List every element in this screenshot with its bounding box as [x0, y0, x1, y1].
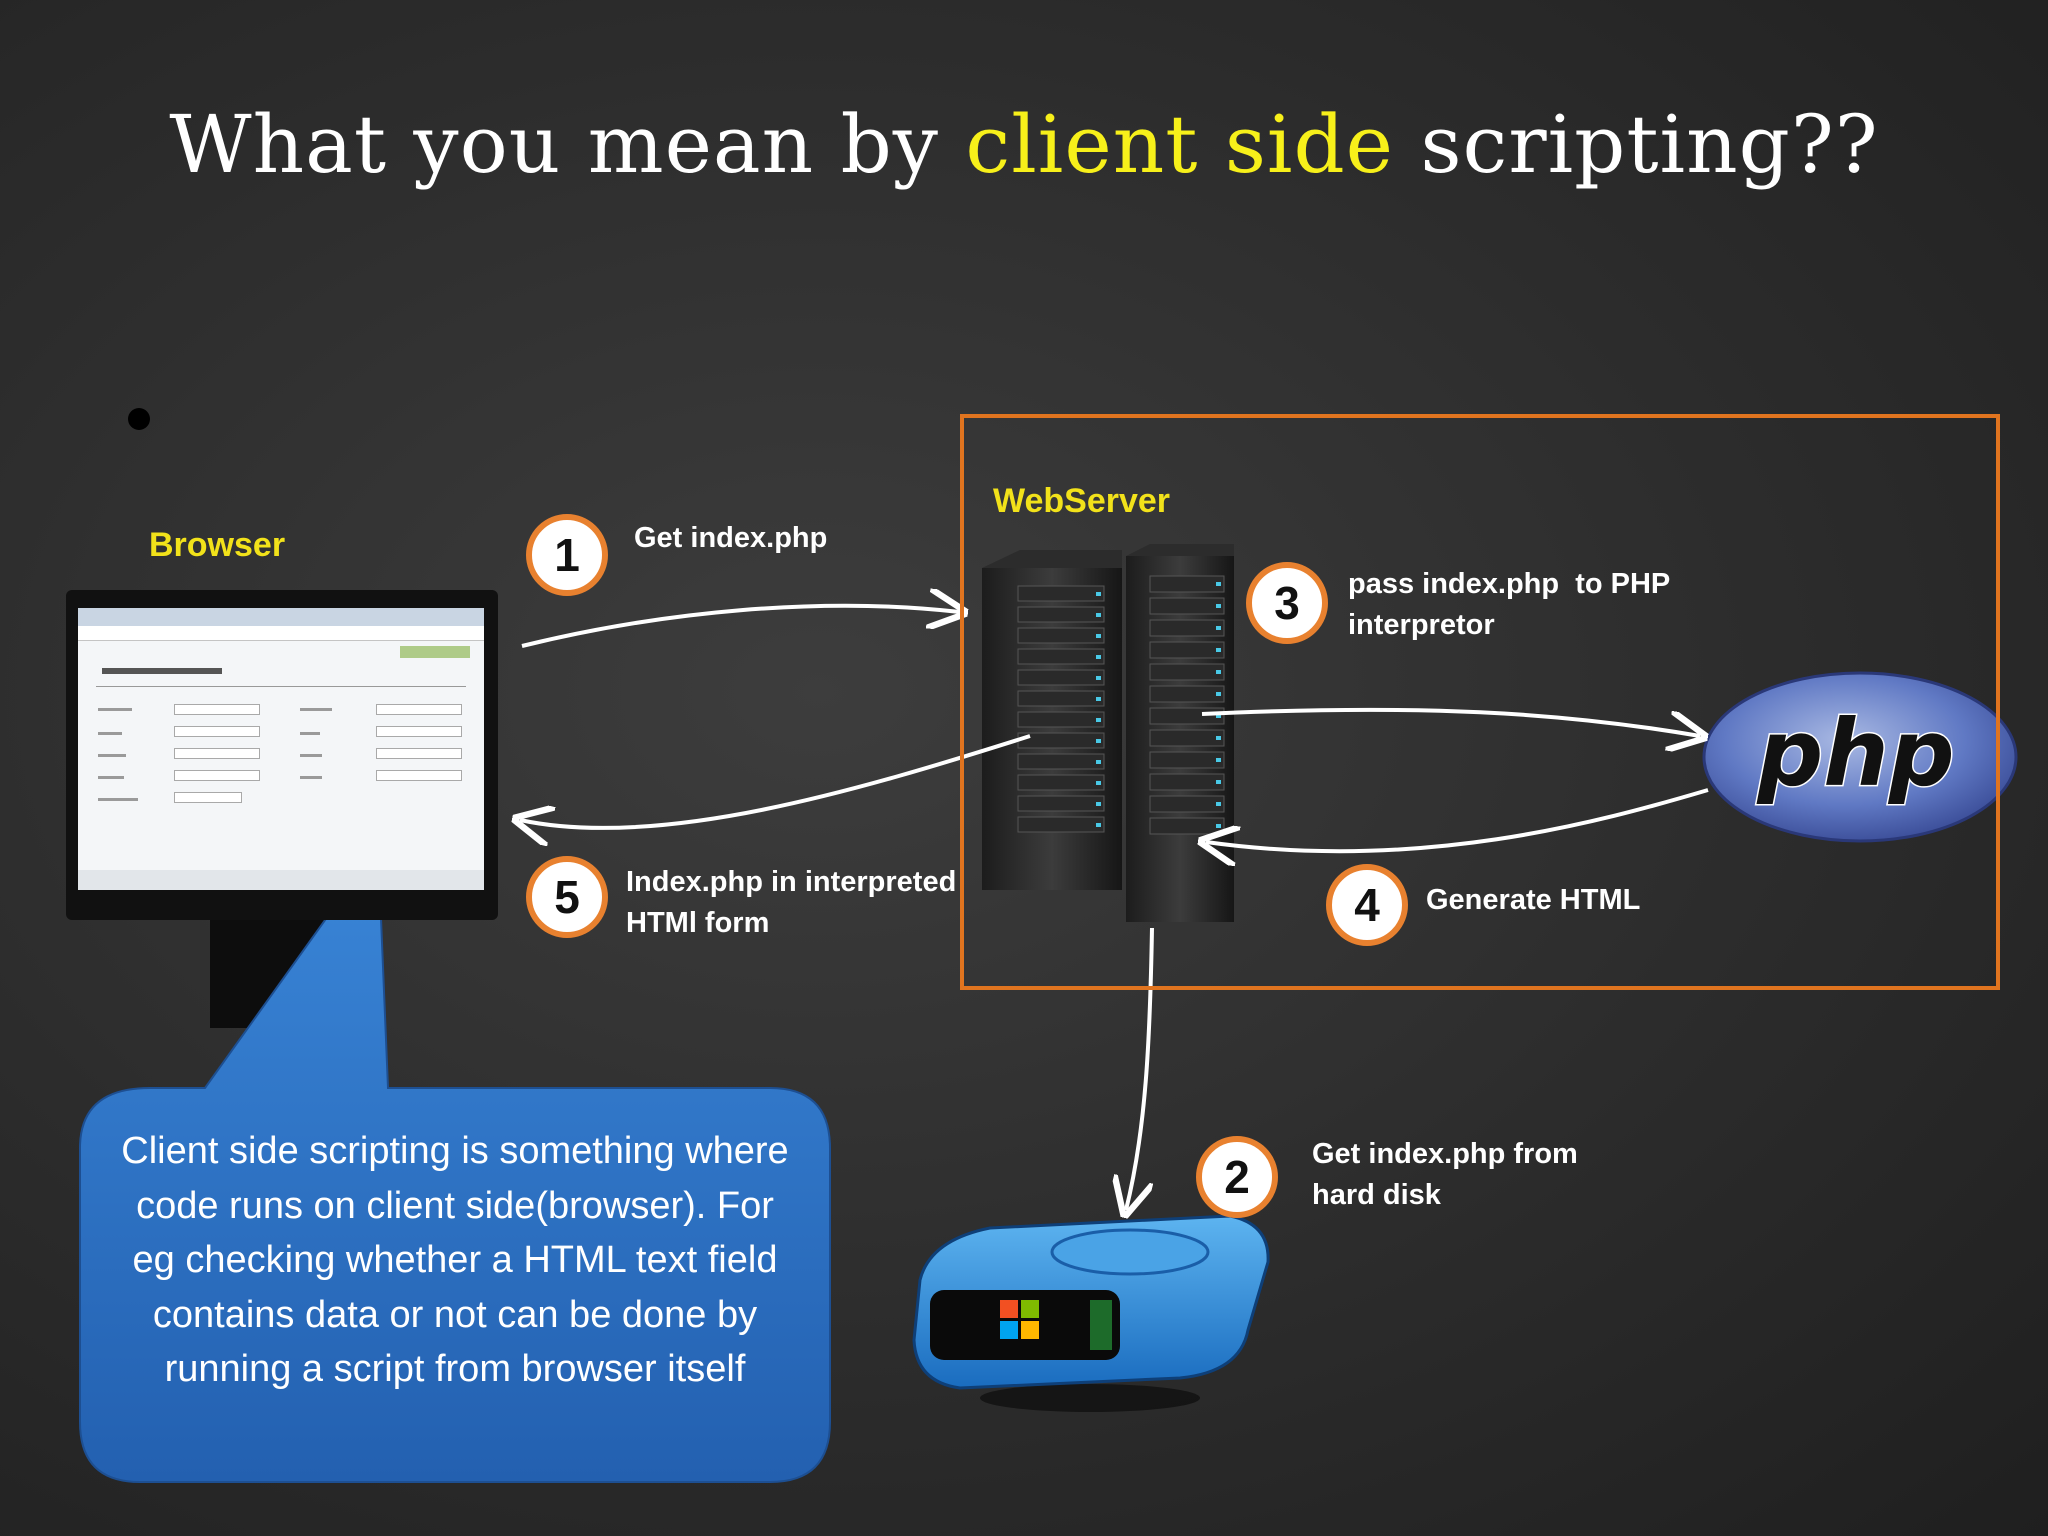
step-1-text: Get index.php [634, 518, 827, 559]
server-rack-icon [982, 544, 1234, 922]
step-4-badge: 4 [1326, 864, 1408, 946]
arrow-from-php [1206, 788, 1709, 851]
browser-screen [78, 608, 484, 890]
browser-label: Browser [149, 526, 286, 564]
step-3-text: pass index.php to PHP interpretor [1348, 564, 1670, 646]
arrow-response [520, 734, 1031, 828]
step-2-line-2: hard disk [1312, 1179, 1441, 1211]
step-1-badge: 1 [526, 514, 608, 596]
step-3-badge: 3 [1246, 562, 1328, 644]
arrow-request [521, 606, 960, 648]
callout-text: Client side scripting is something where… [121, 1130, 789, 1390]
title-prefix: What you mean by [169, 98, 966, 191]
step-5-line-1: Index.php in interpreted [626, 866, 957, 898]
step-3-line-2: interpretor [1348, 609, 1495, 641]
php-logo-text: php [1756, 700, 1954, 807]
title-highlight: client side [965, 98, 1395, 191]
browser-monitor-icon [66, 590, 498, 920]
step-2-text: Get index.php from hard disk [1312, 1134, 1578, 1216]
step-4-text: Generate HTML [1426, 880, 1640, 921]
php-logo-icon: php [1702, 671, 2018, 843]
slide-title: What you mean by client side scripting?? [0, 98, 2048, 191]
hard-disk-icon [912, 1214, 1270, 1412]
step-4-line-1: Generate HTML [1426, 884, 1641, 916]
webserver-label: WebServer [993, 482, 1171, 520]
bullet-dot [128, 408, 150, 430]
arrow-to-php [1201, 707, 1700, 736]
flow-arrows [520, 606, 1708, 1210]
step-1-line-1: Get index.php [634, 522, 828, 554]
step-5-text: Index.php in interpreted HTMl form [626, 862, 956, 944]
step-3-line-1: pass index.php to PHP [1348, 568, 1671, 600]
arrow-to-disk [1126, 927, 1154, 1210]
webserver-box [960, 414, 2000, 990]
callout-balloon [79, 843, 831, 1483]
step-2-line-1: Get index.php from [1312, 1138, 1578, 1170]
step-5-badge: 5 [526, 856, 608, 938]
title-suffix: scripting?? [1394, 98, 1879, 191]
step-2-badge: 2 [1196, 1136, 1278, 1218]
step-5-line-2: HTMl form [626, 907, 770, 939]
